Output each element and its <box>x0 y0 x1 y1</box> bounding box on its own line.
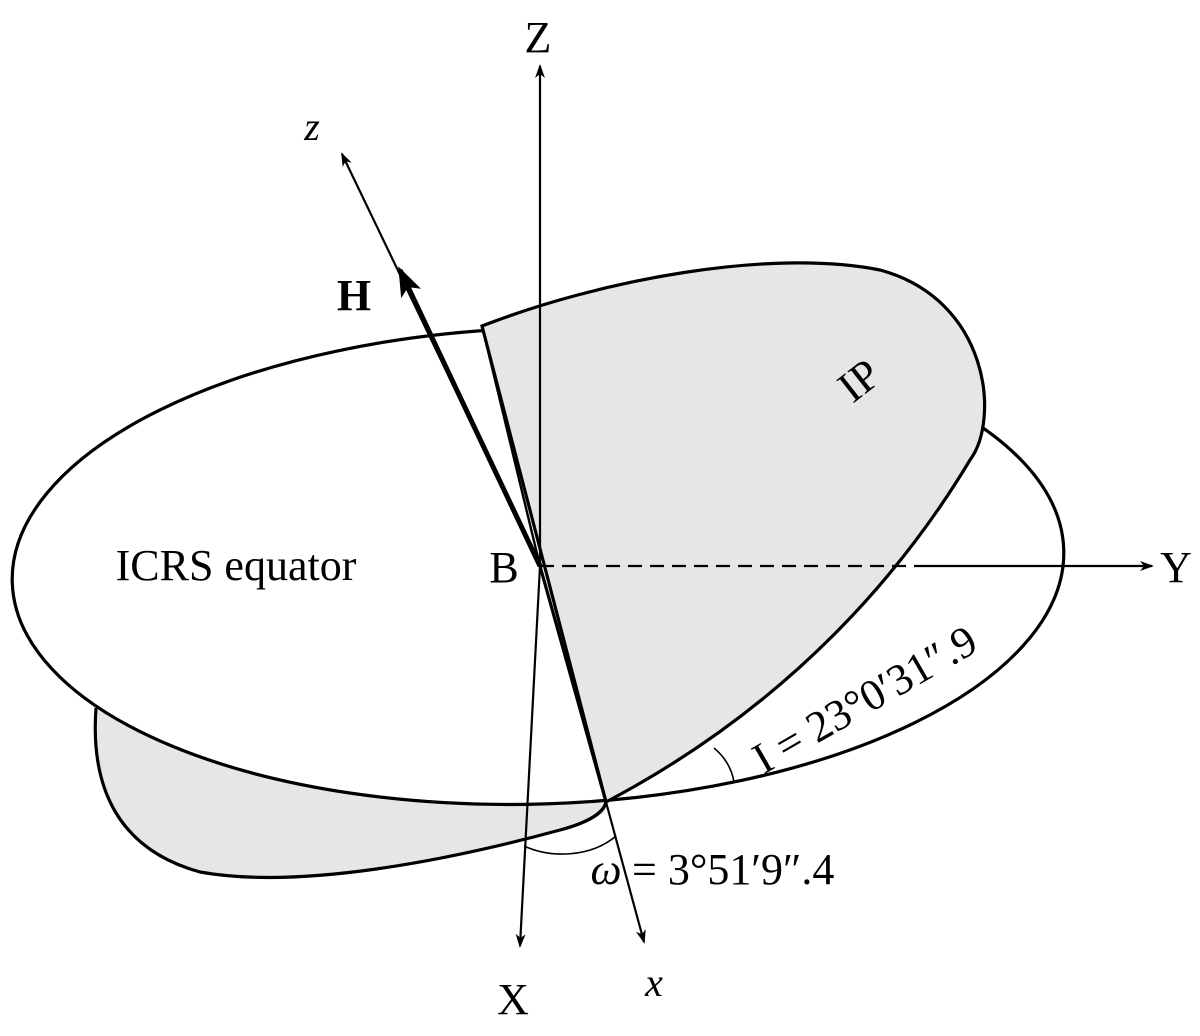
invariable-plane-lower-shading <box>95 708 607 878</box>
x-lower-axis <box>604 801 646 944</box>
origin-label: B <box>489 543 518 592</box>
h-vector-label: H <box>337 271 371 320</box>
node-line-x <box>538 565 608 803</box>
x-axis-label: X <box>497 975 529 1024</box>
omega-symbol: ω <box>590 845 621 894</box>
y-axis-label: Y <box>1160 543 1192 592</box>
h-vector <box>397 266 543 568</box>
omega-arc <box>523 835 617 855</box>
omega-value: = 3°51′9″.4 <box>632 845 834 894</box>
inclination-arc <box>713 747 735 783</box>
z-lower-axis-label: z <box>303 104 320 149</box>
node-edge-line <box>480 325 542 567</box>
x-axis <box>515 565 542 948</box>
invariable-plane-lower-outline <box>93 707 608 880</box>
z-upper-axis-label: Z <box>525 13 552 62</box>
equator-label: ICRS equator <box>116 541 357 590</box>
invariable-plane-upper <box>480 261 987 805</box>
x-lower-axis-label: x <box>644 960 663 1005</box>
